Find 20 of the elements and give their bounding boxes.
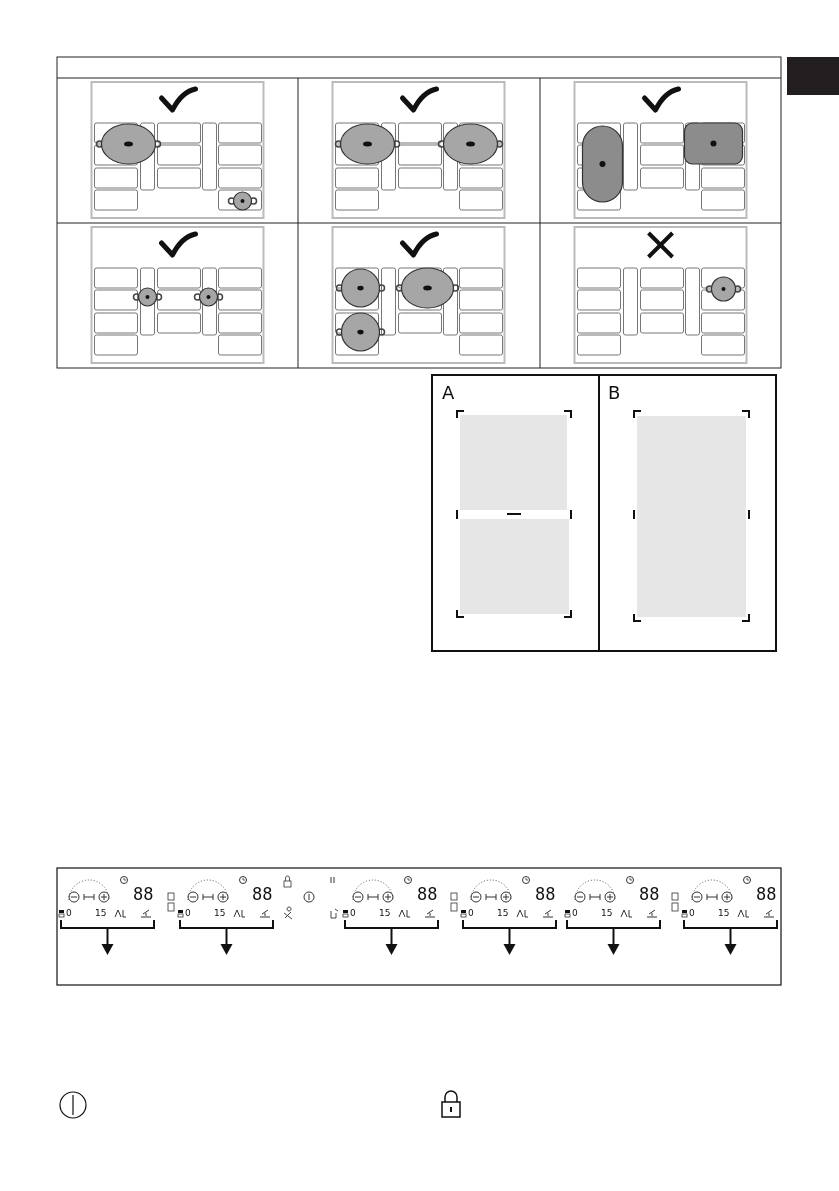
scale-label: 0 <box>689 909 695 918</box>
scale-label: 0 <box>350 909 356 918</box>
scale-label: 15 <box>214 909 226 918</box>
display-digits: 88 <box>417 886 438 903</box>
display-digits: 88 <box>252 886 273 903</box>
scale-label: 15 <box>718 909 730 918</box>
scale-label: 0 <box>468 909 474 918</box>
display-digits: 88 <box>133 886 154 903</box>
panel-letter: B <box>608 384 621 402</box>
scale-label: 15 <box>601 909 613 918</box>
scale-label: 0 <box>572 909 578 918</box>
scale-label: 15 <box>497 909 509 918</box>
scale-label: 15 <box>95 909 107 918</box>
panel-letter: A <box>442 384 455 402</box>
scale-label: 0 <box>185 909 191 918</box>
display-digits: 88 <box>639 886 660 903</box>
display-digits: 88 <box>535 886 556 903</box>
display-digits: 88 <box>756 886 777 903</box>
scale-label: 15 <box>379 909 391 918</box>
scale-label: 0 <box>66 909 72 918</box>
